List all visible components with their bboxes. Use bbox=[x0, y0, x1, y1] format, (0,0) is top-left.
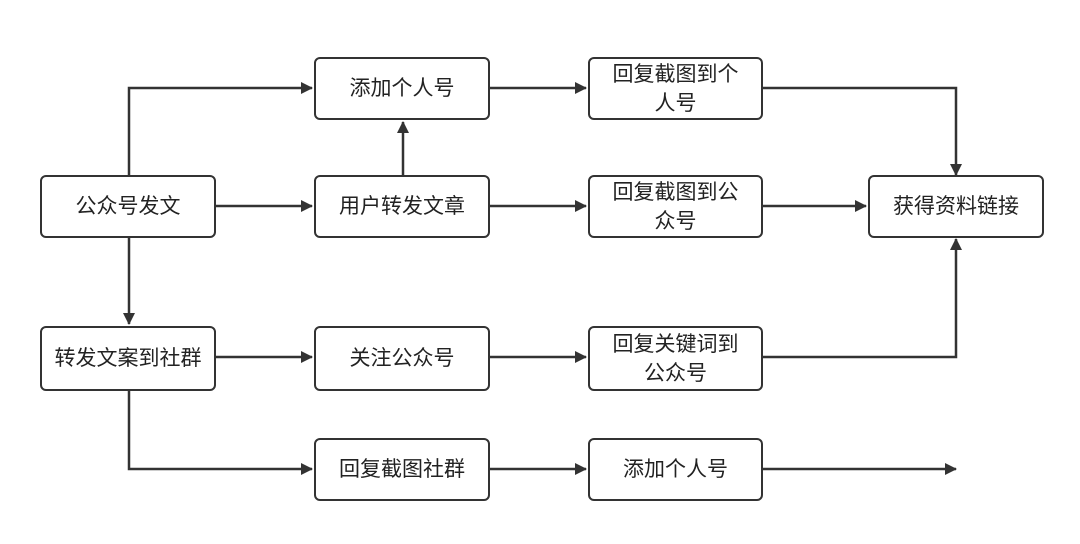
node-gzh-post: 公众号发文 bbox=[40, 175, 216, 238]
edge-reply-keyword-to-get-link bbox=[763, 238, 962, 359]
node-follow-gzh: 关注公众号 bbox=[314, 326, 490, 391]
node-reply-screenshot-personal: 回复截图到个人号 bbox=[588, 57, 763, 120]
node-reply-keyword-gzh: 回复关键词到公众号 bbox=[588, 326, 763, 391]
node-reply-screenshot-group: 回复截图社群 bbox=[314, 438, 490, 501]
node-user-forward: 用户转发文章 bbox=[314, 175, 490, 238]
node-add-personal-top: 添加个人号 bbox=[314, 57, 490, 120]
node-reply-screenshot-gzh: 回复截图到公众号 bbox=[588, 175, 763, 238]
node-forward-copy: 转发文案到社群 bbox=[40, 326, 216, 391]
edge-reply-personal-to-get-link bbox=[763, 86, 962, 176]
edge-post-to-add-personal bbox=[127, 82, 313, 175]
node-get-link: 获得资料链接 bbox=[868, 175, 1044, 238]
node-add-personal-bottom: 添加个人号 bbox=[588, 438, 763, 501]
edge-forward-copy-to-reply-group bbox=[127, 391, 313, 475]
